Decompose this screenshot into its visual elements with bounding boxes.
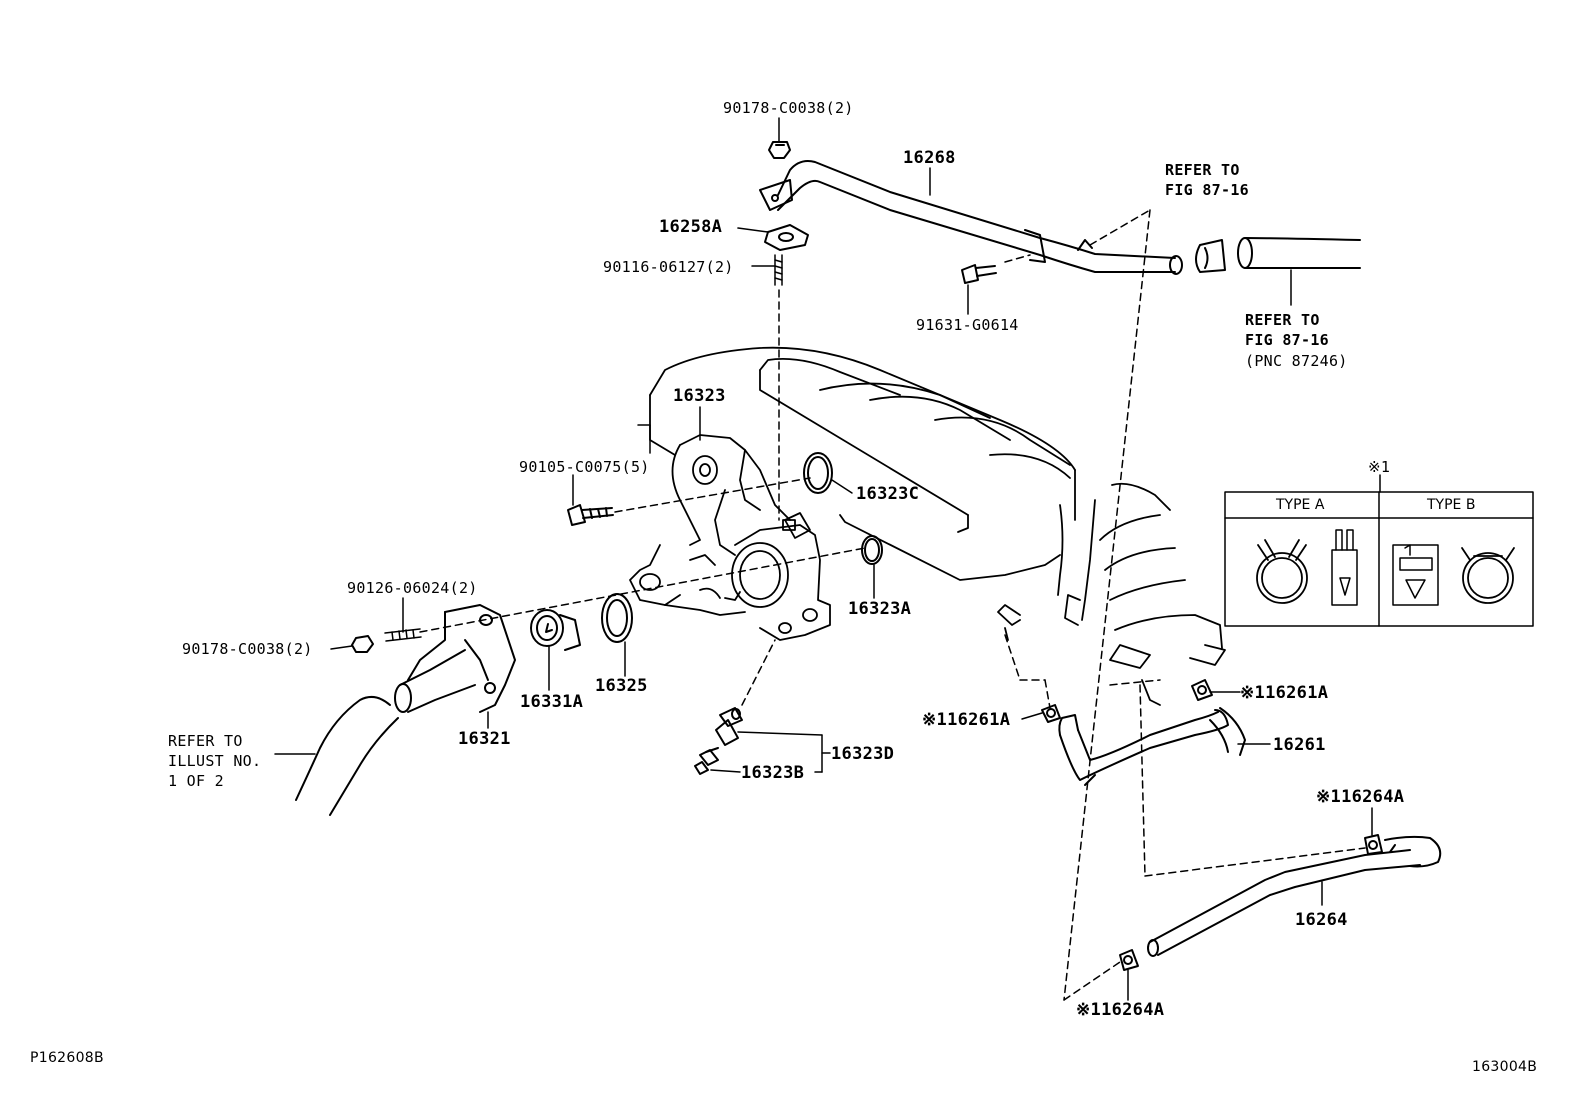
legend-marker: ※1 — [1368, 458, 1391, 476]
legend-type-b-label: TYPE B — [1427, 497, 1476, 513]
o-ring-16323A — [861, 535, 883, 565]
label-90116: 90116-06127(2) — [603, 258, 734, 276]
water-bypass-pipe-16268 — [759, 160, 1183, 275]
refer-pnc-87246: (PNC 87246) — [1245, 352, 1348, 370]
clamp-16261A-right — [1191, 679, 1213, 701]
drawing-id-right: 163004B — [1472, 1059, 1538, 1075]
hose-clamp-ref — [1195, 239, 1226, 273]
label-90178-left: 90178-C0038(2) — [182, 640, 313, 658]
water-pipe-16264 — [1147, 835, 1442, 957]
bolt-90105 — [567, 504, 614, 526]
label-90105: 90105-C0075(5) — [519, 458, 650, 476]
label-16323D: 16323D — [831, 744, 895, 764]
label-90126: 90126-06024(2) — [347, 579, 478, 597]
bolt-91631 — [961, 264, 997, 284]
label-16325: 16325 — [595, 676, 648, 696]
o-ring-16323C — [803, 452, 833, 494]
water-bypass-hose-16261 — [1058, 707, 1246, 786]
engine-block-outline — [649, 346, 1226, 706]
type-b-clamp-ring-icon — [1461, 547, 1515, 604]
label-16261A-left: ※116261A — [922, 710, 1011, 730]
nut-90178-top — [768, 141, 791, 159]
hose-ref-87246 — [1237, 237, 1361, 269]
refer-to-fig-87-16-clamp: REFER TO FIG 87-16 — [1165, 161, 1249, 199]
label-91631: 91631-G0614 — [916, 316, 1019, 334]
label-16261: 16261 — [1273, 735, 1326, 755]
water-outlet-housing-16323 — [629, 434, 831, 641]
label-90178-top: 90178-C0038(2) — [723, 99, 854, 117]
dashed-alignment-lines — [419, 209, 1366, 1001]
gasket-16258A — [764, 224, 809, 251]
stud-90116 — [774, 254, 783, 286]
legend-type-a-label: TYPE A — [1276, 497, 1325, 513]
nut-90178-left — [351, 635, 374, 653]
label-16323: 16323 — [673, 386, 726, 406]
drain-plug-16323B — [694, 747, 719, 775]
label-16264A-bottom: ※116264A — [1076, 1000, 1165, 1020]
label-16331A: 16331A — [520, 692, 584, 712]
label-16261A-right: ※116261A — [1240, 683, 1329, 703]
label-16323B: 16323B — [741, 763, 805, 783]
refer-to-fig-87-16-hose: REFER TO FIG 87-16 — [1245, 311, 1329, 349]
label-16268: 16268 — [903, 148, 956, 168]
thermostat-16331A — [530, 609, 581, 651]
label-16258A: 16258A — [659, 217, 723, 237]
type-b-clamp-side-icon — [1392, 544, 1439, 606]
label-16264A-top: ※116264A — [1316, 787, 1405, 807]
clamp-type-legend-box — [1224, 491, 1534, 627]
label-16264: 16264 — [1295, 910, 1348, 930]
refer-to-illust-1-of-2: REFER TO ILLUST NO. 1 OF 2 — [168, 732, 262, 790]
clamp-16261A-left — [1041, 704, 1061, 723]
type-a-clamp-side-icon — [1331, 529, 1358, 606]
radiator-hose-ref — [274, 695, 399, 816]
label-16323A: 16323A — [848, 599, 912, 619]
clamp-16264A-bottom — [1119, 949, 1139, 971]
gasket-16325 — [601, 593, 633, 643]
callout-leaders — [330, 117, 1381, 1001]
clamp-16264A-top — [1364, 834, 1383, 855]
type-a-clamp-ring-icon — [1256, 539, 1308, 604]
drawing-id-left: P162608B — [30, 1050, 104, 1066]
drain-cock-16323D — [715, 707, 743, 746]
water-inlet-16321 — [394, 604, 516, 713]
label-16323C: 16323C — [856, 484, 920, 504]
label-16321: 16321 — [458, 729, 511, 749]
